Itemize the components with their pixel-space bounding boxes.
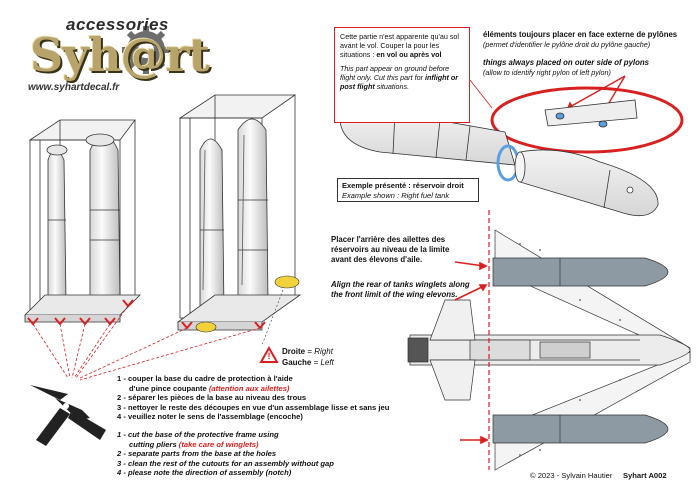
- cutting-pliers-icon: [30, 385, 106, 446]
- example-en: Example shown : Right fuel tank: [342, 190, 450, 200]
- ground-note-box: Cette partie n'est apparente qu'au sol a…: [334, 27, 470, 123]
- step-fr-2: 2 - séparer les pièces de la base au niv…: [117, 393, 307, 403]
- ground-note-fr: Cette partie n'est apparente qu'au sol a…: [340, 32, 460, 59]
- winglet-highlight-side: [274, 275, 300, 289]
- align-note-en: Align the rear of tanks winglets along t…: [331, 280, 470, 299]
- example-fr: Exemple présenté : réservoir droit: [342, 181, 464, 190]
- note-leader-line: [469, 79, 493, 109]
- pylon-note-fr-title: éléments toujours placer en face externe…: [483, 30, 678, 39]
- assembly-steps: 1 - couper la base du cadre de protectio…: [117, 374, 447, 478]
- alignment-arrows: [454, 261, 489, 445]
- product-ref: Syhart A002: [622, 471, 667, 480]
- pylon-note-en-title: things always placed on outer side of py…: [483, 58, 649, 67]
- ground-note-en: This part appear on ground before flight…: [340, 64, 459, 91]
- winglet-leader-line: [261, 289, 284, 346]
- step-en-3: 3 - clean the rest of the cutouts for an…: [117, 458, 334, 468]
- side-legend: Droite = Right Gauche = Left: [282, 347, 334, 367]
- frame-with-tanks-left: [24, 119, 141, 323]
- step-en-1: 1 - cut the base of the protective frame…: [117, 429, 279, 439]
- step-fr-4: 4 - veuillez noter le sens de l'assembla…: [117, 412, 303, 422]
- step-fr-1b: d'une pince coupante (attention aux aile…: [129, 383, 290, 393]
- step-en-2: 2 - separate parts from the base at the …: [117, 449, 277, 459]
- step-fr-3: 3 - nettoyer le reste des découpes en vu…: [117, 402, 390, 412]
- cut-guide-lines: [32, 305, 261, 381]
- step-en-1b: cutting pliers (take care of winglets): [129, 439, 259, 449]
- step-en-4: 4 - please note the direction of assembl…: [117, 468, 292, 478]
- logo-accessories-text: accessories: [66, 15, 169, 34]
- warning-icon: [259, 345, 279, 363]
- winglet-highlight-bottom: [195, 321, 217, 333]
- logo-url: www.syhartdecal.fr: [28, 82, 120, 93]
- pylon-highlight-ellipse: [490, 86, 684, 154]
- logo-brand: Syh@rt: [30, 28, 210, 82]
- aircraft-top-view: [407, 229, 691, 471]
- step-fr-1: 1 - couper la base du cadre de protectio…: [117, 374, 293, 383]
- copyright: © 2023 - Sylvain Hautier: [530, 471, 613, 480]
- footer: © 2023 - Sylvain Hautier Syhart A002: [530, 471, 695, 480]
- align-note-fr: Placer l'arrière des ailettes des réserv…: [331, 235, 450, 264]
- frame-with-tanks-right: [176, 94, 302, 331]
- gear-icon: [122, 26, 170, 74]
- warning-mark: !: [267, 351, 271, 361]
- example-box: Exemple présenté : réservoir droit Examp…: [337, 178, 479, 202]
- pylon-note-en-sub: (allow to identify right pylon of left p…: [483, 68, 611, 77]
- pylon-note-fr-sub: (permet d'identifier le pylône droit du …: [483, 40, 651, 49]
